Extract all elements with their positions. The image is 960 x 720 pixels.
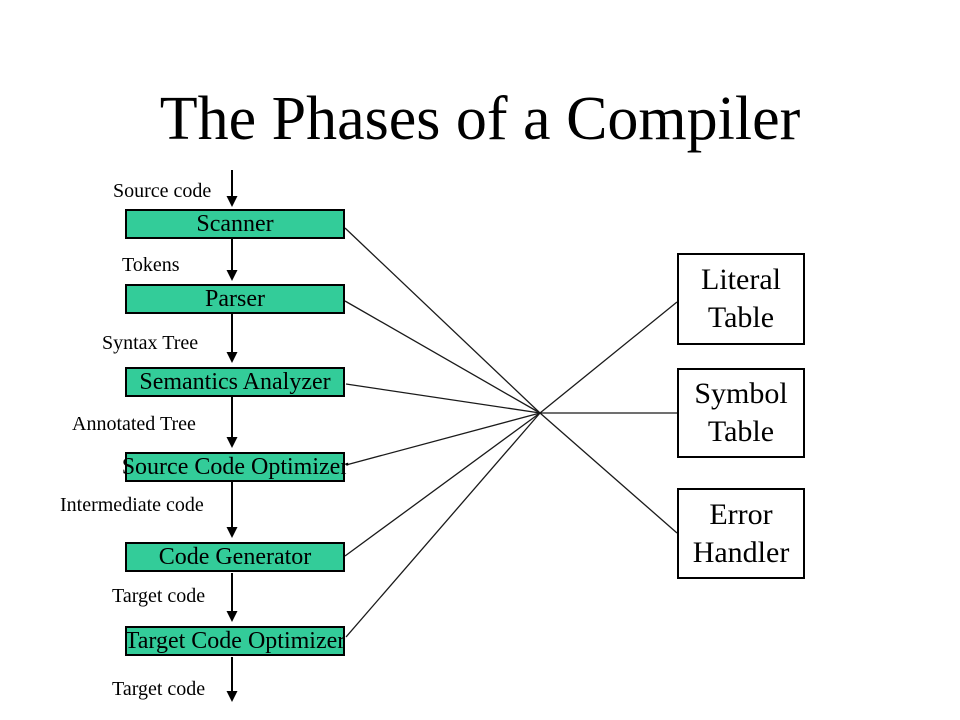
aux-label-literal-table: Literal Table: [701, 263, 781, 334]
flow-label-annotated-tree: Annotated Tree: [72, 413, 196, 435]
aux-box-symbol-table: Symbol Table: [677, 368, 805, 458]
aux-label-error-handler: Error Handler: [692, 497, 790, 569]
phase-label-scanner: Scanner: [196, 211, 274, 237]
flow-label-source-code: Source code: [113, 180, 212, 202]
flow-label-intermediate-code: Intermediate code: [60, 494, 204, 516]
flow-arrows: [226, 170, 238, 702]
connector-scanner-junction: [344, 227, 541, 414]
phase-label-target-code-optimizer: Target Code Optimizer: [124, 628, 346, 654]
phase-box-target-code-optimizer: Target Code Optimizer: [125, 626, 345, 656]
phase-box-scanner: Scanner: [125, 209, 345, 239]
phase-box-parser: Parser: [125, 284, 345, 314]
junction-to-aux-lines: [539, 301, 678, 534]
arrow-target-code-head: [226, 611, 238, 622]
phase-label-source-code-optimizer: Source Code Optimizer: [121, 454, 349, 480]
phase-box-source-code-optimizer: Source Code Optimizer: [122, 452, 348, 482]
flow-label-final-target-code: Target code: [112, 678, 206, 700]
arrow-syntax-tree-head: [226, 352, 238, 363]
arrow-annotated-tree-head: [226, 437, 238, 448]
arrow-source-code-head: [226, 196, 238, 207]
phase-label-code-generator: Code Generator: [158, 544, 312, 570]
phase-box-semantics-analyzer: Semantics Analyzer: [125, 367, 345, 397]
arrow-tokens-head: [226, 270, 238, 281]
connector-junction-error-handler: [539, 412, 678, 534]
slide-title: The Phases of a Compiler: [159, 85, 801, 153]
flow-label-tokens: Tokens: [122, 254, 180, 276]
flow-label-syntax-tree: Syntax Tree: [102, 332, 199, 354]
connector-parser-junction: [344, 300, 541, 414]
flow-label-target-code: Target code: [112, 585, 206, 607]
connector-semantics-analyzer-junction: [345, 383, 541, 414]
connector-source-code-optimizer-junction: [345, 412, 541, 466]
aux-box-error-handler: Error Handler: [677, 488, 805, 579]
connector-code-generator-junction: [344, 412, 541, 557]
phase-label-parser: Parser: [205, 286, 265, 312]
aux-label-symbol-table: Symbol Table: [694, 377, 788, 448]
phase-label-semantics-analyzer: Semantics Analyzer: [139, 369, 331, 395]
phase-to-junction-lines: [344, 227, 541, 638]
arrow-final-target-code-head: [226, 691, 238, 702]
arrow-intermediate-code-head: [226, 527, 238, 538]
aux-box-literal-table: Literal Table: [677, 253, 805, 345]
connector-target-code-optimizer-junction: [345, 412, 541, 638]
connector-junction-literal-table: [539, 301, 678, 414]
phase-box-code-generator: Code Generator: [125, 542, 345, 572]
